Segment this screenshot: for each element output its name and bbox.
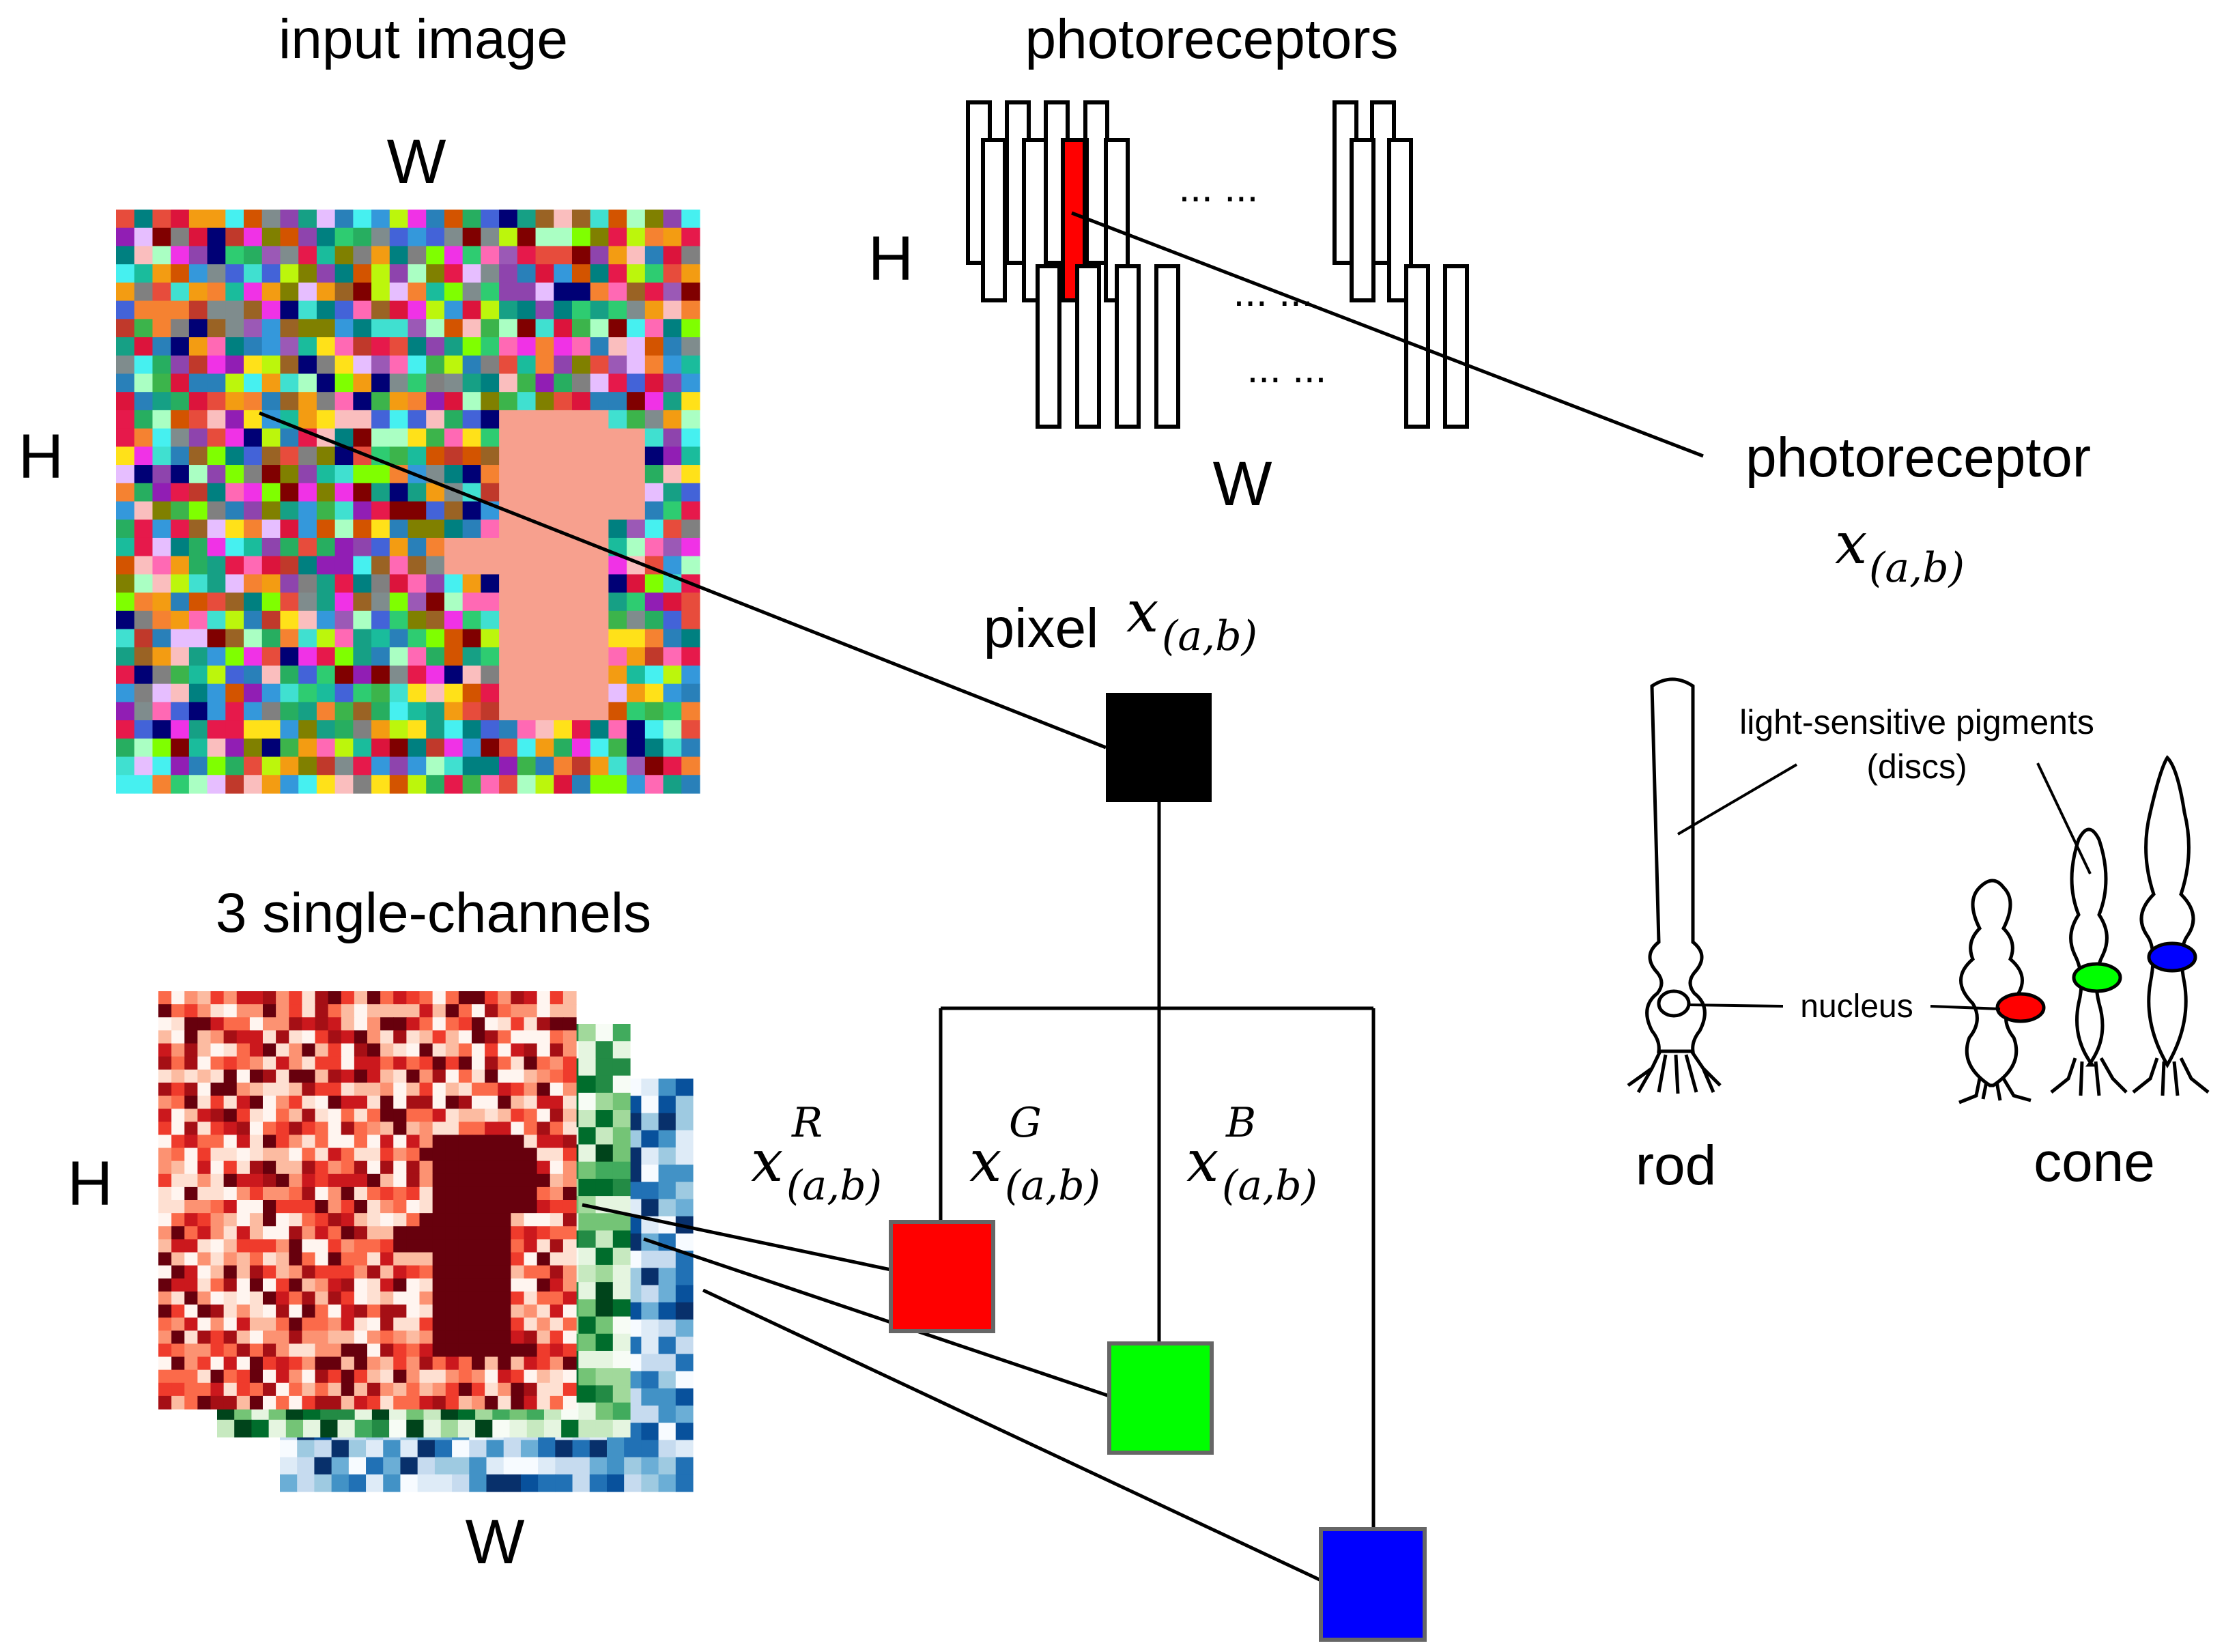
svg-text:x: x: [1126, 578, 1158, 645]
svg-text:G: G: [1009, 1099, 1042, 1147]
red-channel-map: [158, 991, 577, 1410]
ellipsis-row-1: ... ...: [1179, 165, 1259, 210]
blue-channel-box: [1319, 1527, 1427, 1642]
svg-text:x: x: [1186, 1128, 1218, 1195]
input-height-label: H: [18, 422, 63, 492]
svg-text:(a,b): (a,b): [1005, 1162, 1100, 1210]
formula-blue-channel: x B (a,b): [1186, 1099, 1317, 1210]
rod-nucleus: [1657, 989, 1691, 1018]
formula-green-channel: x G (a,b): [969, 1099, 1100, 1210]
cone-nucleus-blue: [2147, 941, 2197, 973]
pixel-label: pixel: [984, 597, 1099, 659]
photoreceptor-height-label: H: [868, 224, 913, 294]
pixel-formula: x (a,b): [1126, 578, 1257, 660]
pixel-box: [1106, 693, 1212, 802]
formula-red-channel: x R (a,b): [751, 1099, 882, 1210]
svg-text:x: x: [751, 1128, 783, 1195]
svg-text:(a,b): (a,b): [1869, 544, 1965, 592]
ellipsis-row-3: ... ...: [1247, 345, 1327, 391]
input-image-mosaic: [116, 210, 700, 794]
pigments-label-line2: (discs): [1866, 747, 1967, 786]
cone-nucleus-green: [2072, 962, 2122, 993]
svg-text:(a,b): (a,b): [786, 1162, 882, 1210]
photoreceptor-label: photoreceptor: [1745, 427, 2091, 489]
channel-split-lines: [939, 802, 1375, 1529]
photoreceptor-array: [966, 100, 1469, 429]
svg-text:(a,b): (a,b): [1222, 1162, 1317, 1210]
svg-text:R: R: [791, 1099, 823, 1147]
photoreceptor-width-label: W: [1213, 449, 1272, 519]
svg-text:x: x: [969, 1128, 1001, 1195]
photoreceptor-formula: x (a,b): [1835, 510, 1965, 592]
channels-height-label: H: [68, 1149, 113, 1219]
channels-width-label: W: [466, 1507, 525, 1577]
red-channel-box: [889, 1220, 995, 1333]
rod-label: rod: [1636, 1135, 1717, 1197]
channel-pointer-lines: [582, 1203, 1322, 1582]
photoreceptor-pointer-line: [1071, 211, 1704, 458]
pigments-label-line1: light-sensitive pigments: [1739, 703, 2094, 741]
svg-text:B: B: [1225, 1099, 1256, 1147]
green-channel-box: [1107, 1341, 1214, 1455]
cone-label: cone: [2034, 1131, 2155, 1193]
svg-text:(a,b): (a,b): [1162, 612, 1257, 660]
single-channels-title: 3 single-channels: [216, 882, 651, 944]
input-image-title: input image: [279, 8, 568, 70]
cell-pointer-lines: [1677, 763, 2092, 1010]
input-width-label: W: [387, 127, 446, 197]
pixel-pointer-line: [259, 411, 1107, 750]
rod-cell: [1627, 677, 1722, 1094]
photoreceptors-title: photoreceptors: [1025, 8, 1398, 70]
cone-nucleus-red: [1995, 992, 2046, 1023]
nucleus-label: nucleus: [1800, 988, 1913, 1025]
svg-text:x: x: [1835, 510, 1867, 577]
